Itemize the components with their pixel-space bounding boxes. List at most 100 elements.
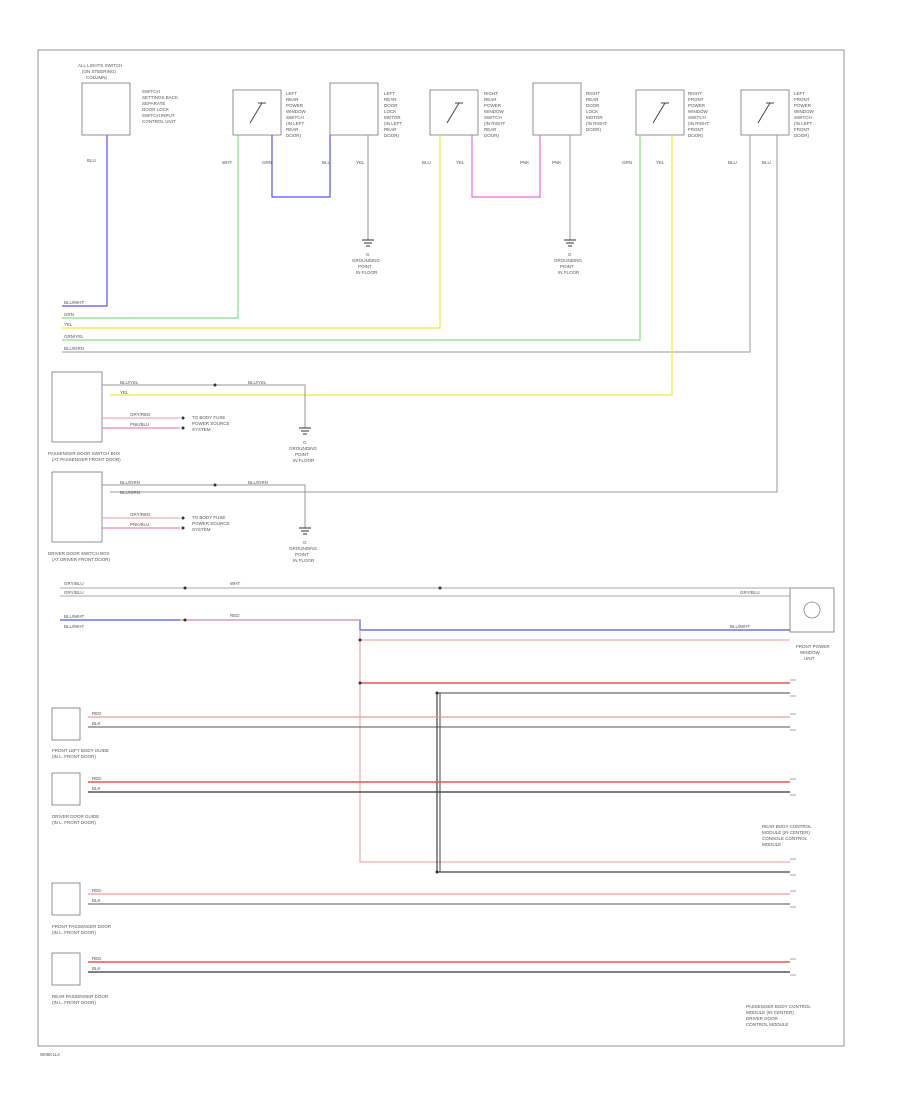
bus-wire-label: GRN [64,312,74,317]
driver-door-module: DRIVER DOOR GUIDE (IN L. FRONT DOOR) RED… [51,772,790,825]
ground-label: G [366,252,370,257]
rp-ecu-label-2: (IN L. FRONT DOOR) [52,1000,96,1005]
pwire-label: YEL [120,390,129,395]
dc1-label-4: MODULE [762,842,781,847]
splice-dot [435,691,439,695]
fl-ecu-label-1: FRONT LEFT BODY GUIDE [52,748,109,753]
rdl-label-3: DOOR [586,103,600,108]
fp-ecu-label-1: FRONT PASSENGER DOOR [52,924,112,929]
rrws-label-2: REAR [484,97,497,102]
to-door-label: TO BODY FUSE [192,415,225,420]
wire-grey [62,135,751,353]
wire-grey-2 [110,135,778,493]
wire-label: BLU [87,158,96,163]
can-label: BLU/WHT [730,624,751,629]
wire-label: GRN [262,160,272,165]
rfws-label-6: (IN RIGHT [688,121,709,126]
can-wires [60,587,790,873]
splice-dot [358,681,362,685]
dla-label-6: (IN LEFT [384,121,403,126]
rfws-label-5: SWITCH [688,115,706,120]
splice-dot [213,483,217,487]
rrws-label-1: RIGHT [484,91,498,96]
module-wire-label: BLK [92,786,101,791]
wire-blue-loop [271,135,331,198]
relay-desc-4: DOOR LOCK [142,107,169,112]
dla-label-4: LOCK [384,109,396,114]
bus-labels: BLU/WHT GRN YEL GRN/YEL BLU/GRN [64,300,85,351]
dc2-label-3: DRIVER DOOR [746,1016,779,1021]
lrws-label-4: WINDOW [286,109,306,114]
fpu-label-1: FRONT POWER [796,644,830,649]
dla-label-2: REAR [384,97,397,102]
to-door-2: TO BODY FUSE POWER SOURCE SYSTEM [192,515,230,532]
ground-1: G GROUNDING POINT IN FLOOR [352,239,380,275]
ground-label: GROUNDING [554,258,582,263]
to-door-label: SYSTEM [192,527,211,532]
ground-label: G [303,440,307,445]
module-wire-label: RED [92,776,102,781]
fpu-label-2: WINDOW [800,650,820,655]
ground-label: POINT [295,552,309,557]
wire-label: BLU [322,160,331,165]
driver-lock-label-1: DRIVER DOOR SWITCH BOX [48,551,110,556]
ground-label: IN FLOOR [293,458,315,463]
switch-symbol-icon [652,102,669,124]
splice-dot [181,526,185,530]
ground-3: G GROUNDING POINT IN FLOOR [289,412,317,463]
dwire-label: GRY/RED [130,512,151,517]
ground-icon [299,427,311,435]
bus-wire-label: BLU/WHT [64,300,85,305]
dwire-label: PNK/BLU [130,522,149,527]
dc2-label-1: PASSENGER BODY CONTROL [746,1004,811,1009]
motor-icon [803,601,821,619]
wire-label: PNK [520,160,529,165]
rrws-label-8: DOOR) [484,133,500,138]
wire-label: YEL [456,160,465,165]
fl-ecu-label-2: (IN L. FRONT DOOR) [52,754,96,759]
rear-body-control-label: REAR BODY CONTROL MODULE (IN CENTER) CON… [762,824,812,847]
dla-label-1: LEFT [384,91,395,96]
dc2-label-2: MODULE (IN CENTER) [746,1010,794,1015]
wire-label: BLU [762,160,771,165]
ground-label: IN FLOOR [356,270,378,275]
splice-dot [435,870,439,874]
ground-label: GROUNDING [289,446,317,451]
rfws-label-2: FRONT [688,97,704,102]
rdl-label-1: RIGHT [586,91,600,96]
relay-desc-5: SWITCH INPUT [142,113,175,118]
fp-ecu-label-2: (IN L. FRONT DOOR) [52,930,96,935]
wire-yellow-2 [110,135,673,396]
ground-label: POINT [295,452,309,457]
bus-wire-label: BLU/GRN [64,346,84,351]
rdl-label-2: REAR [586,97,599,102]
module-wire-label: RED [92,956,102,961]
wire-label: YEL [356,160,365,165]
ground-label: IN FLOOR [558,270,580,275]
splice-dot [213,383,217,387]
lfws-label-6: (IN LEFT [794,121,813,126]
ground-label: GROUNDING [352,258,380,263]
diagram-frame [37,49,845,1047]
dwire-label: BLU/GRN [248,480,268,485]
lfws-label-4: WINDOW [794,109,814,114]
rrws-label-4: WINDOW [484,109,504,114]
ground-4: G GROUNDING POINT IN FLOOR [289,512,317,563]
ground-2: G GROUNDING POINT IN FLOOR [554,239,582,275]
lrws-label-2: REAR [286,97,299,102]
can-label: BLU/WHT [64,614,85,619]
to-door-label: SYSTEM [192,427,211,432]
passenger-lock-label-1: PASSENGER DOOR SWITCH BOX [48,451,120,456]
to-door-label: POWER SOURCE [192,421,230,426]
ground-icon [564,239,576,247]
dla-label-5: MOTOR [384,115,401,120]
front-passenger-module: FRONT PASSENGER DOOR (IN L. FRONT DOOR) … [51,882,790,935]
relay-desc-1: SWITCH [142,89,160,94]
module-wire-label: BLK [92,898,101,903]
splice-dot [438,586,442,590]
rp-ecu-label-1: REAR PASSENGER DOOR [52,994,109,999]
wire-green-2 [62,135,641,341]
ground-label: G [568,252,572,257]
lrws-label-5: SWITCH [286,115,304,120]
